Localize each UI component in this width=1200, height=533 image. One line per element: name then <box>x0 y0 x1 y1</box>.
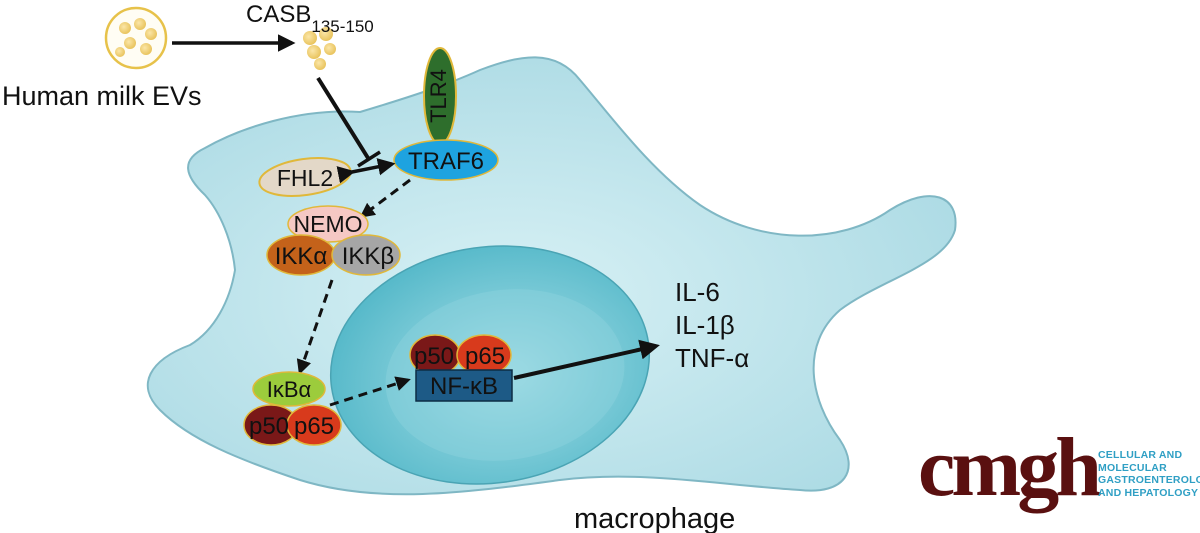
journal-line-2: MOLECULAR <box>1098 461 1167 474</box>
journal-line-1: CELLULAR AND <box>1098 449 1183 461</box>
p65-nucleus-label: p65 <box>465 343 505 370</box>
fhl2-label: FHL2 <box>277 165 333 191</box>
cmgh-logo: cmgh <box>918 421 1102 514</box>
casb-subscript: 135-150 <box>311 17 373 36</box>
p65-cytoplasm-node <box>286 404 342 446</box>
p65-cytoplasm-label: p65 <box>294 413 334 440</box>
nfkb-label: NF-κB <box>430 373 498 400</box>
journal-line-3: GASTROENTEROLOGY <box>1098 474 1200 486</box>
ikba-label: IκBα <box>267 377 312 402</box>
nfkb-box <box>415 369 513 402</box>
arrow-to-nfkb <box>329 376 411 407</box>
ikba-node <box>252 371 326 407</box>
casb-peptide-dots <box>303 27 336 70</box>
cytokine-il6: IL-6 <box>675 277 720 307</box>
macrophage-label: macrophage <box>574 503 735 533</box>
p50-nucleus-label: p50 <box>414 343 454 370</box>
casb-label: CASB135-150 <box>246 1 374 36</box>
arrow-ikk-ikba <box>296 279 334 375</box>
ikka-label: IKKα <box>275 243 328 270</box>
arrow-fhl2-traf6 <box>336 158 396 184</box>
tlr4-label: TLR4 <box>426 69 451 123</box>
journal-line-4: AND HEPATOLOGY <box>1098 486 1199 499</box>
ikkb-label: IKKβ <box>342 243 395 270</box>
arrow-traf6-nemo <box>359 178 411 218</box>
cytokine-tnfa: TNF-α <box>675 343 749 373</box>
human-milk-evs-label: Human milk EVs <box>2 81 202 111</box>
milk-ev-vesicle <box>104 6 168 70</box>
cytokine-il1b: IL-1β <box>675 310 735 340</box>
ikkb-node <box>331 234 401 276</box>
traf6-label: TRAF6 <box>408 148 484 175</box>
arrow-to-cytokines <box>513 339 660 380</box>
p50-cytoplasm-label: p50 <box>249 413 289 440</box>
inhibition-line <box>316 76 370 160</box>
nemo-label: NEMO <box>294 211 363 237</box>
cmgh-journal-name: CELLULAR AND MOLECULAR GASTROENTEROLOGY … <box>1098 449 1200 499</box>
